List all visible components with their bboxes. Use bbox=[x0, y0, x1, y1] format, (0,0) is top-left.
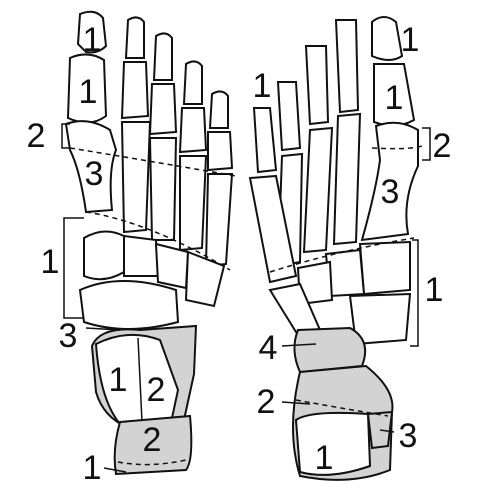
right-foot bbox=[248, 16, 431, 481]
left-medial-cuneiform bbox=[83, 230, 125, 281]
left-talus-divider bbox=[137, 337, 143, 423]
right-talus-label: 4 bbox=[258, 329, 278, 367]
left-first-metatarsal bbox=[64, 120, 118, 214]
left-toe5-proximal-phalanx bbox=[207, 131, 234, 172]
right-distal-phalanx-label: 1 bbox=[400, 21, 420, 59]
left-toe5-phalanges bbox=[208, 90, 229, 129]
right-fifth-metatarsal bbox=[248, 174, 298, 284]
right-third-metatarsal bbox=[302, 126, 334, 254]
right-talus-pointer-line bbox=[281, 343, 317, 347]
right-calcaneus-side-label: 3 bbox=[398, 417, 418, 455]
right-tarsus-bracket bbox=[410, 239, 419, 347]
right-hallux-distal-phalanx bbox=[371, 16, 404, 61]
right-mtp-dashed-line bbox=[371, 145, 423, 150]
left-third-metatarsal bbox=[148, 137, 178, 241]
left-second-metatarsal bbox=[120, 121, 152, 234]
left-navicular-label: 3 bbox=[58, 317, 78, 355]
left-navicular-pointer-line bbox=[85, 327, 121, 331]
left-talus-head-label: 2 bbox=[146, 371, 166, 409]
left-toe2-phalanges bbox=[124, 16, 145, 59]
right-small-phalanx-label: 1 bbox=[252, 67, 272, 105]
right-tmt-dashed-line bbox=[269, 237, 415, 273]
left-fourth-metatarsal bbox=[179, 155, 208, 252]
right-joint-bracket bbox=[422, 127, 431, 161]
right-side-pointer-line bbox=[379, 429, 395, 433]
right-calcaneus-dashed-line bbox=[295, 399, 389, 417]
left-tarsus-bracket bbox=[63, 217, 84, 319]
left-joint-bracket bbox=[61, 123, 70, 149]
right-metatarsal-label: 3 bbox=[380, 173, 400, 211]
left-proximal-phalanx-label: 1 bbox=[78, 73, 98, 111]
left-toe3-proximal-phalanx bbox=[148, 83, 178, 136]
left-lateral-cuneiform bbox=[154, 242, 190, 290]
left-talus-body-label: 1 bbox=[108, 361, 128, 399]
right-navicular bbox=[348, 292, 412, 346]
left-tmt-dashed-line bbox=[85, 211, 231, 271]
left-calcaneus bbox=[113, 414, 193, 476]
left-distal-phalanx-label: 1 bbox=[82, 21, 102, 59]
right-medial-cuneiform bbox=[358, 240, 411, 296]
right-toe3-phalanges bbox=[304, 45, 330, 126]
left-toe2-proximal-phalanx bbox=[120, 61, 150, 120]
right-tarsus-bracket-label: 1 bbox=[424, 271, 444, 309]
right-joint-bracket-label: 2 bbox=[432, 127, 452, 165]
left-navicular bbox=[78, 280, 180, 330]
left-metatarsal-label: 3 bbox=[84, 155, 104, 193]
left-toe4-proximal-phalanx bbox=[178, 107, 208, 154]
right-toe5-phalanges bbox=[252, 107, 278, 174]
right-proximal-phalanx-label: 1 bbox=[384, 79, 404, 117]
left-hallux-distal-phalanx bbox=[76, 10, 108, 54]
right-calcaneal-tuber bbox=[294, 411, 372, 476]
left-calcaneus-lower-label: 1 bbox=[82, 449, 102, 487]
right-calcaneus-upper-label: 2 bbox=[256, 383, 276, 421]
left-calcaneus-pointer-line bbox=[103, 467, 127, 473]
left-tarsus-bracket-label: 1 bbox=[40, 243, 60, 281]
right-calcaneus-pointer-line bbox=[281, 401, 311, 405]
left-toe3-phalanges bbox=[152, 32, 173, 81]
left-mtp-dashed-line bbox=[69, 147, 237, 177]
right-second-metatarsal bbox=[332, 112, 362, 246]
left-cuboid bbox=[184, 250, 226, 308]
left-intermediate-cuneiform bbox=[123, 234, 160, 277]
right-first-metatarsal bbox=[360, 121, 419, 242]
left-joint-bracket-label: 2 bbox=[26, 117, 46, 155]
right-toe2-phalanges bbox=[334, 19, 360, 114]
right-calcaneus-lower-label: 1 bbox=[314, 439, 334, 477]
left-foot bbox=[61, 10, 237, 476]
right-talus bbox=[293, 326, 366, 374]
left-calcaneus-upper-label: 2 bbox=[142, 421, 162, 459]
left-fifth-metatarsal bbox=[204, 173, 234, 268]
right-toe4-phalanges bbox=[276, 81, 302, 152]
left-toe4-phalanges bbox=[182, 60, 203, 105]
